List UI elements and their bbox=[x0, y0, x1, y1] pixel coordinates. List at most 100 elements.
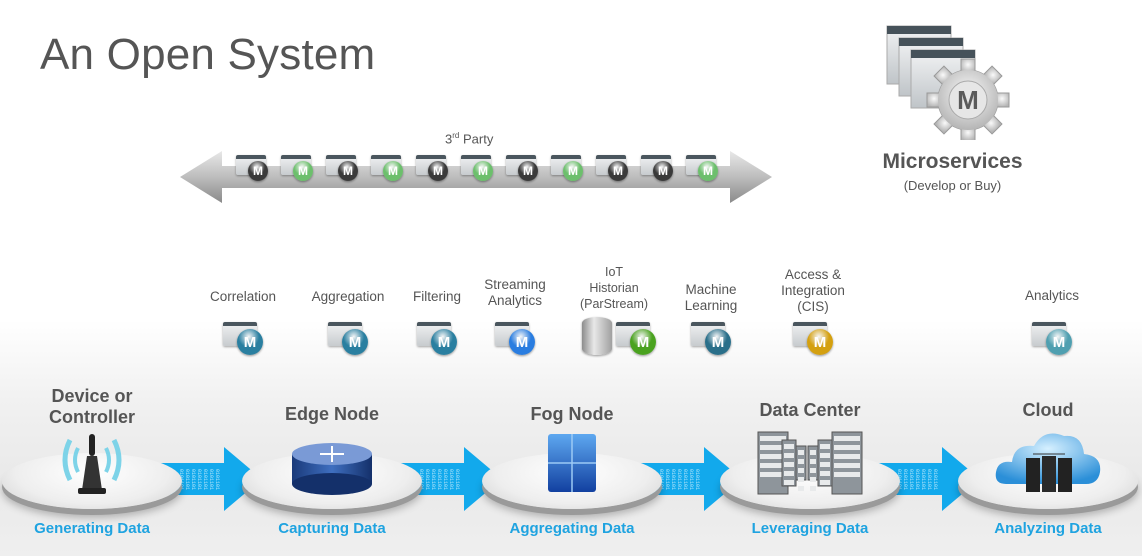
stage-title: Data Center bbox=[759, 400, 861, 420]
stage-subtitle: Aggregating Data bbox=[509, 520, 635, 537]
database-icon bbox=[582, 317, 612, 355]
stage-subtitle: Leveraging Data bbox=[751, 520, 869, 537]
microservice-icon: M bbox=[416, 153, 456, 185]
m-badge-icon: M bbox=[338, 161, 358, 181]
m-badge-icon: M bbox=[630, 329, 656, 355]
microservice-icon: M bbox=[641, 153, 681, 185]
service-label-line: Learning bbox=[684, 298, 738, 313]
svg-text:0101101: 0101101 bbox=[920, 469, 926, 490]
m-badge-icon: M bbox=[293, 161, 313, 181]
svg-text:0101101: 0101101 bbox=[196, 469, 202, 490]
service-label-line: Historian bbox=[589, 281, 639, 295]
stage-title-line: Controller bbox=[48, 407, 135, 427]
m-badge-icon: M bbox=[698, 161, 718, 181]
m-badge-icon: M bbox=[342, 329, 368, 355]
svg-text:0101101: 0101101 bbox=[694, 469, 700, 490]
m-badge-icon: M bbox=[1046, 329, 1072, 355]
service-label-line: Machine bbox=[685, 282, 737, 297]
service-label: Aggregation bbox=[311, 289, 385, 304]
microservice-icon: M bbox=[506, 153, 546, 185]
svg-text:0101101: 0101101 bbox=[454, 469, 460, 490]
svg-text:0101101: 0101101 bbox=[664, 469, 670, 490]
svg-text:M: M bbox=[957, 85, 979, 115]
svg-text:0101101: 0101101 bbox=[202, 469, 208, 490]
microservice-icon: M bbox=[596, 153, 636, 185]
svg-text:0101101: 0101101 bbox=[670, 469, 676, 490]
m-badge-icon: M bbox=[608, 161, 628, 181]
microservice-icon: M bbox=[326, 153, 366, 185]
microservice-icon: M bbox=[371, 153, 411, 185]
microservices-title: Microservices bbox=[882, 150, 1023, 173]
m-badge-icon: M bbox=[653, 161, 673, 181]
svg-text:0101101: 0101101 bbox=[926, 469, 932, 490]
m-badge-icon: M bbox=[473, 161, 493, 181]
m-badge-icon: M bbox=[807, 329, 833, 355]
service-label: Correlation bbox=[209, 289, 277, 304]
cloud-server-icon bbox=[995, 433, 1101, 492]
m-badge-icon: M bbox=[428, 161, 448, 181]
microservice-icon: M bbox=[236, 153, 276, 185]
microservices-icon: M bbox=[886, 25, 1010, 140]
m-badge-icon: M bbox=[563, 161, 583, 181]
service-label: IoT Historian (ParStream) bbox=[554, 264, 674, 312]
svg-text:0101101: 0101101 bbox=[448, 469, 454, 490]
page-title: An Open System bbox=[40, 30, 376, 79]
svg-text:0101101: 0101101 bbox=[908, 469, 914, 490]
m-badge-icon: M bbox=[509, 329, 535, 355]
m-badge-icon: M bbox=[383, 161, 403, 181]
service-label-line: (CIS) bbox=[797, 299, 829, 314]
m-badge-icon: M bbox=[518, 161, 538, 181]
svg-text:0101101: 0101101 bbox=[436, 469, 442, 490]
service-label-line: Integration bbox=[781, 283, 845, 298]
svg-text:0101101: 0101101 bbox=[442, 469, 448, 490]
stage-title: Cloud bbox=[1022, 400, 1074, 420]
stage-title-line: Device or bbox=[51, 386, 133, 406]
stage-subtitle: Generating Data bbox=[34, 520, 150, 537]
svg-text:0101101: 0101101 bbox=[902, 469, 908, 490]
service-label: Access &Integration(CIS) bbox=[753, 267, 873, 315]
svg-text:0101101: 0101101 bbox=[932, 469, 938, 490]
service-label-line: IoT bbox=[604, 265, 624, 279]
svg-text:0101101: 0101101 bbox=[682, 469, 688, 490]
m-badge-icon: M bbox=[248, 161, 268, 181]
antenna-icon bbox=[62, 434, 122, 494]
svg-text:0101101: 0101101 bbox=[430, 469, 436, 490]
svg-text:0101101: 0101101 bbox=[208, 469, 214, 490]
service-label-line: Analytics bbox=[487, 293, 543, 308]
microservice-icon: M bbox=[551, 153, 591, 185]
third-party-label-sup: rd bbox=[452, 131, 460, 140]
m-badge-icon: M bbox=[705, 329, 731, 355]
svg-text:0101101: 0101101 bbox=[190, 469, 196, 490]
svg-text:0101101: 0101101 bbox=[676, 469, 682, 490]
third-party-label-text: Party bbox=[459, 131, 494, 147]
third-party-label: 3rd Party bbox=[445, 131, 493, 146]
microservice-icon: M bbox=[461, 153, 501, 185]
stage-title: Fog Node bbox=[530, 404, 614, 424]
microservice-icon: M bbox=[281, 153, 321, 185]
service-label: Filtering bbox=[412, 289, 461, 304]
cube-icon bbox=[548, 434, 596, 492]
microservice-icon: M bbox=[686, 153, 726, 185]
service-label-line: (ParStream) bbox=[579, 297, 649, 311]
svg-text:0101101: 0101101 bbox=[688, 469, 694, 490]
service-label-line: Access & bbox=[784, 267, 842, 282]
third-party-label-num: 3 bbox=[445, 131, 453, 147]
stage-subtitle: Capturing Data bbox=[278, 520, 386, 537]
server-rack-icon bbox=[757, 431, 863, 495]
m-badge-icon: M bbox=[237, 329, 263, 355]
svg-text:0101101: 0101101 bbox=[424, 469, 430, 490]
svg-text:0101101: 0101101 bbox=[914, 469, 920, 490]
microservices-subtitle: (Develop or Buy) bbox=[903, 178, 1002, 193]
stage-subtitle: Analyzing Data bbox=[994, 520, 1102, 537]
svg-text:0101101: 0101101 bbox=[184, 469, 190, 490]
m-badge-icon: M bbox=[431, 329, 457, 355]
service-label-line: Streaming bbox=[484, 277, 546, 292]
stage-title: Edge Node bbox=[284, 404, 379, 424]
gear: M bbox=[926, 58, 1010, 140]
service-label: Analytics bbox=[1024, 288, 1080, 303]
router-icon bbox=[292, 443, 372, 495]
